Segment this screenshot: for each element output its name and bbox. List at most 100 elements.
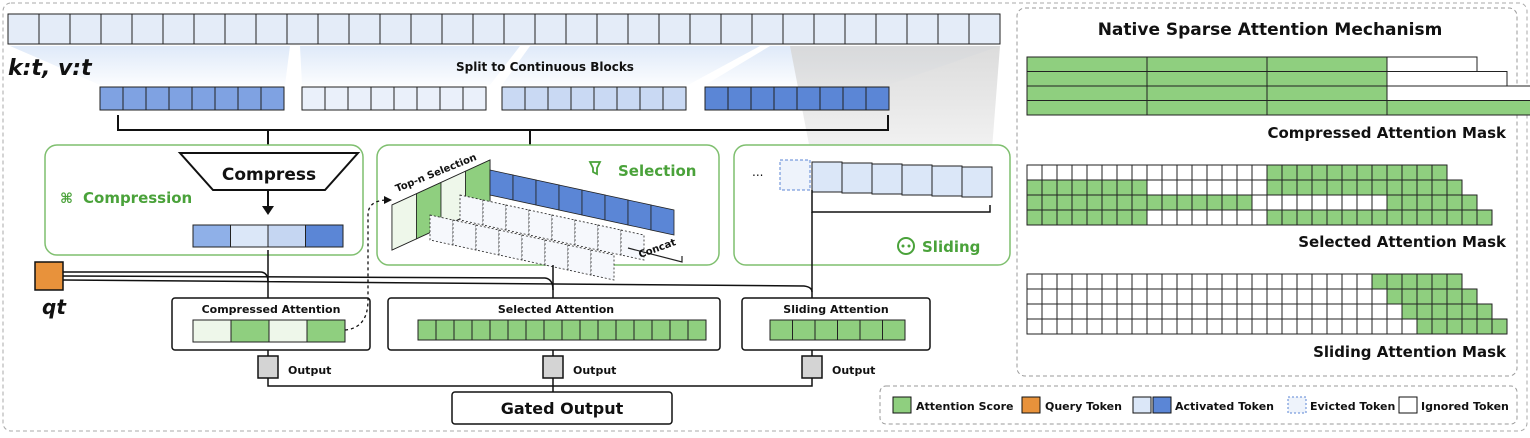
block-token bbox=[145, 86, 170, 111]
sliding-score bbox=[814, 319, 838, 341]
sel-mask-cell bbox=[1356, 179, 1373, 196]
sel-mask-cell bbox=[1191, 194, 1208, 211]
slide-mask-cell bbox=[1326, 273, 1343, 290]
sel-mask-cell bbox=[1296, 164, 1313, 181]
slide-mask-cell bbox=[1356, 273, 1373, 290]
legend-attention-score-swatch bbox=[892, 396, 912, 414]
selected-score bbox=[579, 319, 599, 341]
slide-mask-cell bbox=[1206, 273, 1223, 290]
query-token bbox=[34, 261, 64, 291]
sel-mask-cell bbox=[1386, 179, 1403, 196]
sel-mask-cell bbox=[1131, 209, 1148, 226]
sel-mask-cell bbox=[1446, 209, 1463, 226]
slide-mask-cell bbox=[1176, 273, 1193, 290]
slide-mask-cell bbox=[1341, 318, 1358, 335]
legend-ignored-token: Ignored Token bbox=[1421, 400, 1509, 413]
selected-block-token bbox=[620, 229, 645, 261]
slide-mask-cell bbox=[1311, 288, 1328, 305]
sel-mask-cell bbox=[1056, 194, 1073, 211]
sliding-token bbox=[931, 165, 963, 197]
slide-mask-cell bbox=[1026, 288, 1043, 305]
comp-mask-cell bbox=[1386, 71, 1508, 87]
sel-mask-cell bbox=[1401, 194, 1418, 211]
split-label: Split to Continuous Blocks bbox=[456, 60, 634, 74]
output-label-sliding: Output bbox=[832, 364, 875, 377]
evicted-token bbox=[779, 159, 811, 191]
kv-token bbox=[534, 13, 567, 45]
kv-token bbox=[875, 13, 908, 45]
sliding-window-tokens bbox=[779, 159, 993, 198]
block-token bbox=[214, 86, 239, 111]
sel-mask-cell bbox=[1026, 194, 1043, 211]
slide-mask-cell bbox=[1086, 303, 1103, 320]
sel-mask-cell bbox=[1176, 179, 1193, 196]
comp-mask-cell bbox=[1266, 100, 1388, 116]
slide-mask-cell bbox=[1281, 288, 1298, 305]
sel-mask-cell bbox=[1251, 179, 1268, 196]
kv-token bbox=[472, 13, 505, 45]
legend-attention-score: Attention Score bbox=[916, 400, 1013, 413]
comp-mask-cell bbox=[1386, 56, 1478, 72]
selected-score bbox=[507, 319, 527, 341]
nsa-title: Native Sparse Attention Mechanism bbox=[1098, 20, 1443, 40]
sel-mask-cell bbox=[1161, 209, 1178, 226]
sel-mask-cell bbox=[1266, 164, 1283, 181]
kv-token bbox=[689, 13, 722, 45]
legend: Attention Score Query Token Activated To… bbox=[892, 396, 1509, 414]
sel-mask-cell bbox=[1191, 179, 1208, 196]
slide-mask-cell bbox=[1446, 303, 1463, 320]
block-token bbox=[99, 86, 124, 111]
legend-activated-dark-swatch bbox=[1152, 396, 1172, 414]
slide-mask-cell bbox=[1146, 273, 1163, 290]
sel-mask-cell bbox=[1116, 194, 1133, 211]
kv-token bbox=[162, 13, 195, 45]
slide-mask-cell bbox=[1146, 303, 1163, 320]
legend-query-token-swatch bbox=[1021, 396, 1041, 414]
slide-mask-cell bbox=[1206, 303, 1223, 320]
selected-score bbox=[561, 319, 581, 341]
selected-block-token bbox=[581, 189, 606, 221]
compressed-mask-label: Compressed Attention Mask bbox=[1267, 124, 1507, 142]
legend-activated-token: Activated Token bbox=[1175, 400, 1274, 413]
legend-activated-light-swatch bbox=[1132, 396, 1152, 414]
slide-mask-cell bbox=[1116, 273, 1133, 290]
sel-mask-cell bbox=[1131, 164, 1148, 181]
sel-mask-cell bbox=[1176, 194, 1193, 211]
slide-mask-cell bbox=[1401, 273, 1418, 290]
sel-mask-cell bbox=[1026, 164, 1043, 181]
slide-mask-cell bbox=[1101, 318, 1118, 335]
sel-mask-cell bbox=[1386, 209, 1403, 226]
sel-mask-cell bbox=[1236, 179, 1253, 196]
filter-icon bbox=[588, 161, 602, 176]
output-label-selected: Output bbox=[573, 364, 616, 377]
slide-mask-cell bbox=[1296, 318, 1313, 335]
slide-mask-cell bbox=[1296, 273, 1313, 290]
slide-mask-cell bbox=[1281, 318, 1298, 335]
sel-mask-cell bbox=[1311, 209, 1328, 226]
slide-mask-cell bbox=[1341, 288, 1358, 305]
slide-mask-cell bbox=[1206, 318, 1223, 335]
kv-token bbox=[906, 13, 939, 45]
slide-mask-cell bbox=[1266, 273, 1283, 290]
sel-mask-cell bbox=[1386, 194, 1403, 211]
sel-mask-cell bbox=[1356, 194, 1373, 211]
sel-mask-cell bbox=[1236, 194, 1253, 211]
sel-mask-cell bbox=[1191, 164, 1208, 181]
kv-token bbox=[255, 13, 288, 45]
sel-mask-cell bbox=[1326, 179, 1343, 196]
sel-mask-cell bbox=[1161, 194, 1178, 211]
selection-stack bbox=[391, 159, 683, 281]
selected-score bbox=[525, 319, 545, 341]
compressed-attention-mask bbox=[1026, 56, 1530, 116]
slide-mask-cell bbox=[1386, 303, 1403, 320]
slide-mask-cell bbox=[1176, 318, 1193, 335]
slide-mask-cell bbox=[1296, 288, 1313, 305]
slide-mask-cell bbox=[1026, 303, 1043, 320]
slide-mask-cell bbox=[1041, 288, 1058, 305]
compressed-score bbox=[268, 319, 308, 343]
slide-mask-cell bbox=[1326, 303, 1343, 320]
sel-mask-cell bbox=[1281, 194, 1298, 211]
output-nodes: Output Output Output bbox=[257, 350, 875, 392]
slide-mask-cell bbox=[1236, 273, 1253, 290]
kv-token bbox=[720, 13, 753, 45]
